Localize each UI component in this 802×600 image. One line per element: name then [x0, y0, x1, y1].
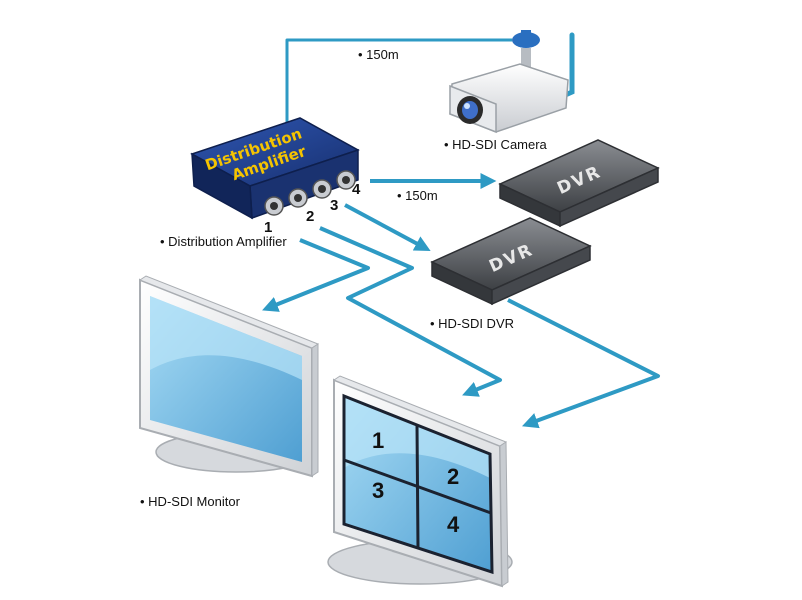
camera-label: • HD-SDI Camera: [444, 137, 548, 152]
amplifier-side: [191, 152, 253, 220]
port-4: [336, 170, 356, 190]
port-3-label: 3: [330, 197, 338, 214]
hd-sdi-camera: [449, 30, 575, 134]
port-2-label: 2: [306, 208, 314, 225]
dvr-distance-label: • 150m: [397, 188, 438, 203]
dvr-bottom: DVR: [430, 217, 592, 306]
cables: [262, 38, 660, 429]
port-4-label: 4: [352, 181, 361, 198]
quadrant-3-label: 3: [372, 478, 384, 503]
quadrant-1-label: 1: [372, 428, 384, 453]
camera-distance-label: • 150m: [358, 47, 399, 62]
hd-sdi-monitor: [138, 275, 320, 478]
monitor-label: • HD-SDI Monitor: [140, 494, 241, 509]
cable-to-left-monitor: [262, 238, 370, 312]
port-1-label: 1: [264, 219, 272, 236]
cable-dvr-to-quad-monitor: [507, 298, 660, 429]
port-2: [288, 188, 308, 208]
port-1: [264, 196, 284, 216]
cable-to-bottom-dvr: [344, 203, 431, 252]
amplifier-label: • Distribution Amplifier: [160, 234, 287, 249]
quadrant-grid: [343, 424, 492, 549]
amplifier-ports: [264, 170, 356, 216]
cable-to-quad-monitor: [319, 226, 502, 397]
dvr-label: • HD-SDI DVR: [430, 316, 514, 331]
quadrant-4-label: 4: [447, 512, 460, 537]
dvr-top: DVR: [498, 139, 660, 228]
distribution-amplifier: Distribution Amplifier 1 2 3 4: [190, 117, 361, 236]
quadrant-2-label: 2: [447, 464, 459, 489]
quad-monitor: 1 2 3 4: [327, 375, 513, 588]
camera-cable: [285, 38, 512, 140]
port-3: [312, 179, 332, 199]
